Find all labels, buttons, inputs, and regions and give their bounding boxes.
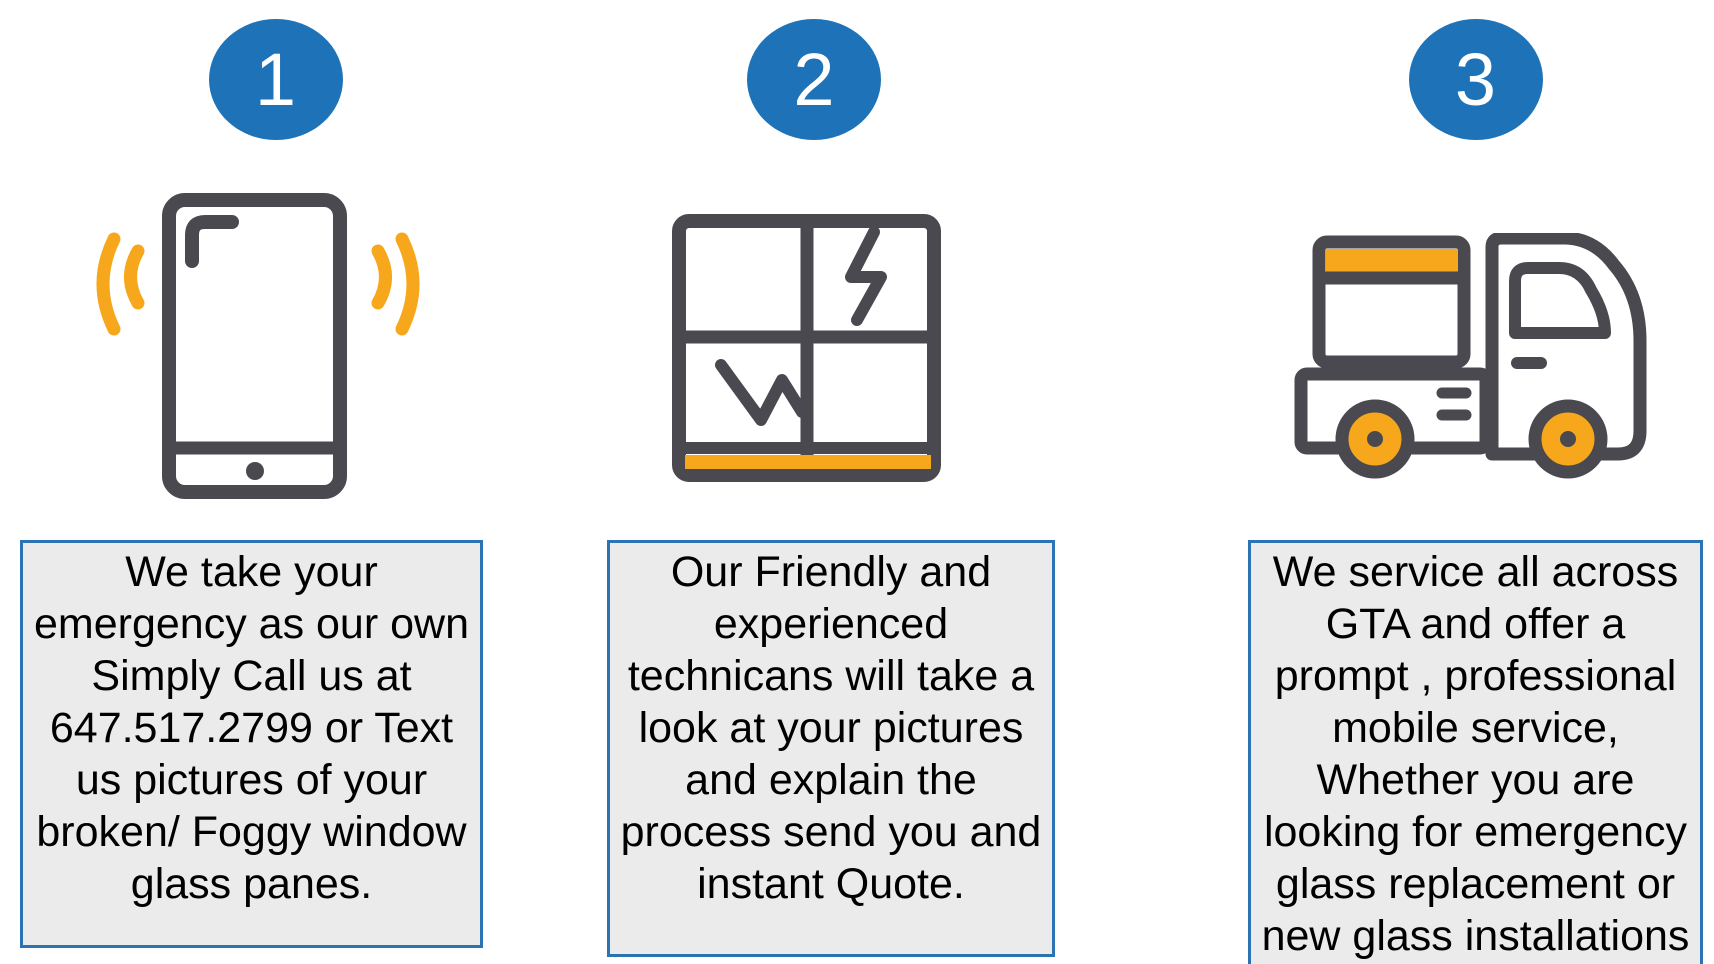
step-1-description-box: We take your emergency as our own Simply… [20,540,483,948]
step-1-number: 1 [254,37,297,121]
step-2-number: 2 [793,37,835,121]
truck-cargo-stripe-yellow [1325,249,1458,273]
step-2-description-box: Our Friendly and experienced technicans … [607,540,1055,957]
step-1-number-badge: 1 [208,19,343,140]
step-1-description-text: We take your emergency as our own Simply… [34,548,469,908]
step-column-3: 3 We se [1248,0,1703,964]
sound-waves-left [96,232,144,336]
sound-waves-right [371,232,419,336]
truck-wheel-front-hub [1559,431,1576,447]
step-2-icon-wrap [669,212,947,486]
lightning-crack [845,226,887,326]
service-truck-icon [1294,233,1646,479]
step-2-number-badge: 2 [747,19,881,140]
truck-cab-window [1508,262,1611,339]
phone-home-dot [245,462,264,480]
step-2-description-text: Our Friendly and experienced technicans … [620,548,1042,908]
step-1-icon-wrap [90,193,426,499]
step-3-icon-wrap [1292,233,1652,485]
truck-wheel-rear-hub [1366,431,1383,447]
phone-corner-bracket [184,215,239,268]
step-3-description-box: We service all across GTA and offer a pr… [1248,540,1703,964]
zigzag-crack [715,359,808,426]
step-3-description-text: We service all across GTA and offer a pr… [1261,548,1690,960]
window-sill-yellow [685,455,931,469]
step-column-1: 1 We take your em [20,0,483,964]
step-column-2: 2 Our Friendly and experienced technican… [607,0,1055,964]
broken-window-icon [672,214,941,482]
step-3-number: 3 [1454,37,1497,121]
phone-ringing-icon [96,193,419,499]
phone-body [161,193,347,499]
step-3-number-badge: 3 [1408,19,1543,140]
